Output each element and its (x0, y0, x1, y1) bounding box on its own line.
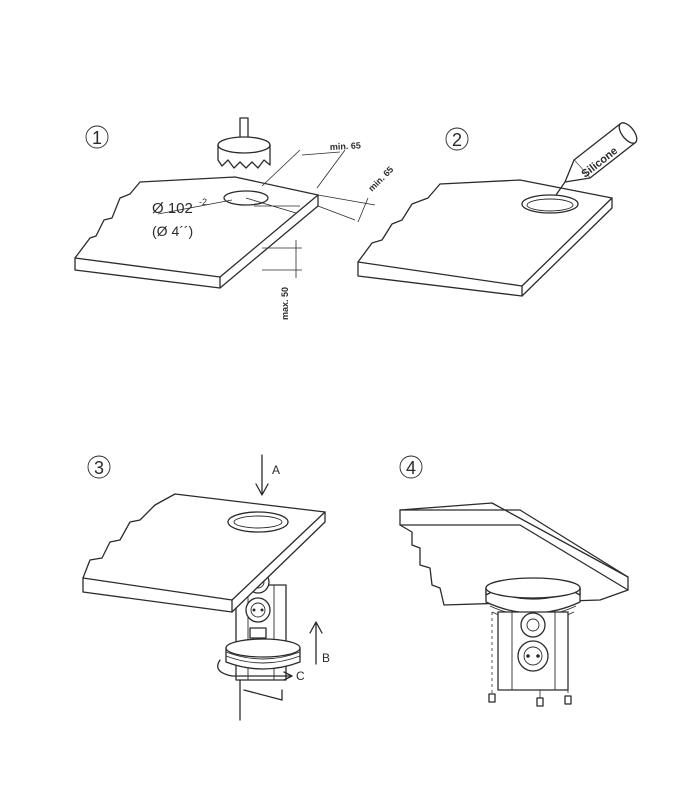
step-1-hole (223, 190, 269, 206)
label-diameter-inch: (Ø 4´´) (152, 223, 193, 239)
arrow-a (255, 454, 269, 496)
label-a: A (272, 463, 280, 477)
silicone-tube: Silicone (555, 122, 638, 196)
step-2: 2 Silicone (357, 122, 638, 297)
arrow-b (309, 621, 323, 665)
step-4-socket-bottom (517, 640, 549, 672)
step-3-countertop (82, 493, 326, 613)
step-2-circle (445, 127, 469, 151)
step-1-countertop (74, 176, 319, 289)
label-c: C (296, 669, 305, 683)
label-min-65-top: min. 65 (330, 140, 361, 152)
step-1: 1 min. 65 min. 65 Ø 102 -2 (Ø 4´´) max. … (74, 117, 395, 320)
step-4-socket-top (520, 612, 546, 638)
step-2-countertop (357, 179, 613, 297)
step-1-circle (85, 125, 109, 149)
label-diameter: Ø 102 (152, 200, 193, 217)
step-4-screws (488, 612, 572, 707)
step-2-number: 2 (452, 130, 462, 150)
step-1-number: 1 (92, 128, 102, 148)
step-3-hole-cap (227, 511, 289, 533)
step-2-hole (521, 194, 579, 214)
step-4-number: 4 (406, 458, 416, 478)
step-4-socket-unit (485, 577, 581, 691)
label-min-65-side: min. 65 (366, 164, 395, 193)
step-3: 3 A (82, 454, 330, 721)
step-3-number: 3 (94, 458, 104, 478)
step-4: 4 (399, 455, 629, 707)
label-max-50: max. 50 (280, 287, 290, 320)
label-b: B (322, 651, 330, 665)
label-diameter-tolerance: -2 (199, 197, 207, 207)
hole-saw (217, 117, 271, 169)
step-3-socket-unit (217, 570, 301, 721)
step-4-circle (399, 455, 423, 479)
step-4-countertop (399, 502, 629, 606)
step-3-socket-middle (245, 597, 271, 623)
step-3-circle (87, 455, 111, 479)
